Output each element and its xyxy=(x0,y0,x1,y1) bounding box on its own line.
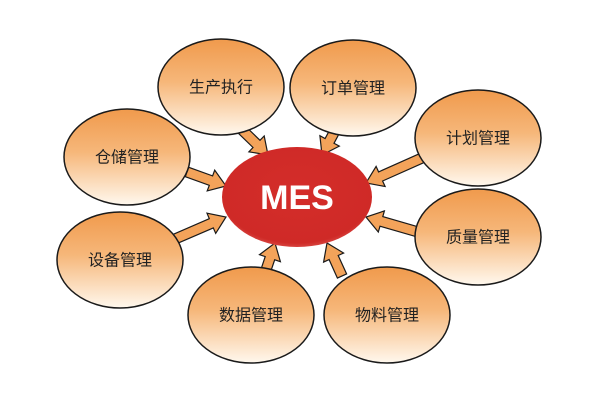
node-label: 订单管理 xyxy=(321,79,385,98)
node-ellipse xyxy=(157,38,285,136)
node-ellipse xyxy=(414,188,542,286)
node-label: 质量管理 xyxy=(446,228,510,247)
node-label: 生产执行 xyxy=(189,78,253,97)
node-order-management: 订单管理 xyxy=(289,39,417,137)
node-ellipse xyxy=(56,211,184,309)
node-label: 设备管理 xyxy=(88,251,152,270)
node-label: 物料管理 xyxy=(355,306,419,325)
node-data-management: 数据管理 xyxy=(187,266,315,364)
node-label: 数据管理 xyxy=(219,306,283,325)
node-ellipse xyxy=(323,266,451,364)
mes-center-node: MES xyxy=(222,147,372,247)
node-ellipse xyxy=(414,89,542,187)
node-ellipse xyxy=(63,108,191,206)
arrow-icon-warehouse-management xyxy=(184,166,227,192)
node-label: 仓储管理 xyxy=(95,148,159,167)
arrow-icon-quality-management xyxy=(364,209,421,238)
node-production-execution: 生产执行 xyxy=(157,38,285,136)
node-label: 计划管理 xyxy=(446,129,510,148)
node-plan-management: 计划管理 xyxy=(414,89,542,187)
node-material-management: 物料管理 xyxy=(323,266,451,364)
arrow-icon-equipment-management xyxy=(172,212,227,245)
node-ellipse xyxy=(187,266,315,364)
mes-center-ellipse xyxy=(222,147,372,247)
arrows-layer xyxy=(172,120,425,279)
arrow-icon-material-management xyxy=(322,242,348,279)
node-warehouse-management: 仓储管理 xyxy=(63,108,191,206)
node-ellipse xyxy=(289,39,417,137)
node-equipment-management: 设备管理 xyxy=(56,211,184,309)
node-quality-management: 质量管理 xyxy=(414,188,542,286)
arrow-icon-plan-management xyxy=(365,152,425,188)
mes-center-label: MES xyxy=(260,179,334,217)
